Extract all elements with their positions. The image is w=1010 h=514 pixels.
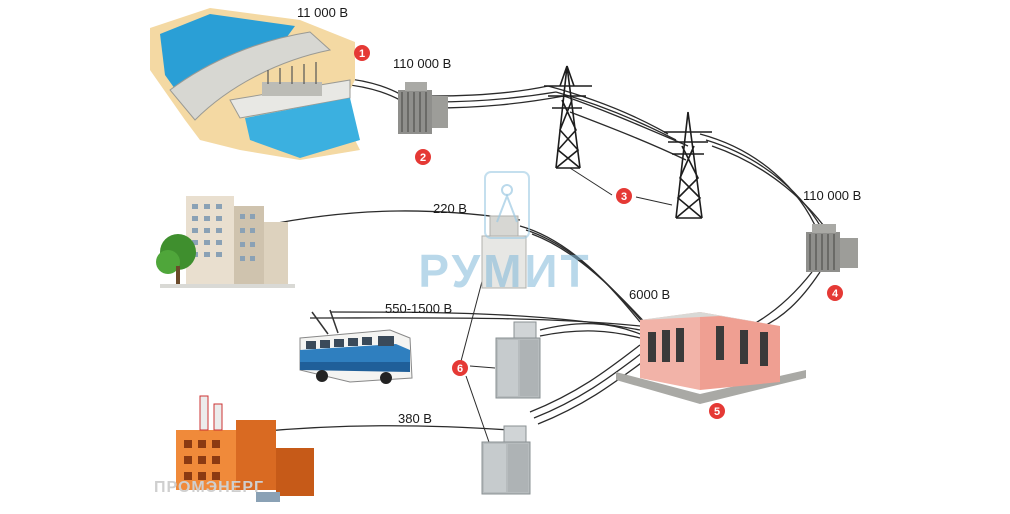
kiosk-substation <box>495 321 541 399</box>
step-down-transformer <box>806 224 858 272</box>
watermark-corner: ПРОМЭНЕРГ <box>154 479 264 496</box>
marker-2: 2 <box>415 149 431 165</box>
factory <box>176 395 314 502</box>
label-distribution-voltage: 6000 В <box>629 287 670 302</box>
marker-1: 1 <box>354 45 370 61</box>
kiosk-substation <box>481 425 531 495</box>
watermark-logo <box>484 171 530 239</box>
marker-5: 5 <box>709 403 725 419</box>
label-step-up-voltage: 110 000 В <box>393 56 451 71</box>
step-up-transformer <box>398 82 448 134</box>
svg-text:6: 6 <box>457 363 463 375</box>
svg-text:1: 1 <box>359 48 365 60</box>
transmission-tower <box>664 111 712 219</box>
label-trolleybus-voltage: 550-1500 В <box>385 301 452 316</box>
marker-leaders <box>459 167 673 446</box>
label-factory-voltage: 380 В <box>398 411 432 426</box>
svg-text:2: 2 <box>420 152 426 164</box>
svg-text:4: 4 <box>832 288 839 300</box>
trolleybus <box>299 309 413 384</box>
label-plant-voltage: 11 000 В <box>297 5 348 20</box>
apartment-building <box>156 196 295 288</box>
marker-4: 4 <box>827 285 843 301</box>
label-house-voltage: 220 В <box>433 201 467 216</box>
hydro-power-plant <box>150 8 360 160</box>
transmission-tower <box>544 65 592 169</box>
marker-3: 3 <box>616 188 632 204</box>
distribution-substation <box>616 312 806 404</box>
marker-6: 6 <box>452 360 468 376</box>
label-step-down-voltage: 110 000 В <box>803 188 861 203</box>
svg-text:5: 5 <box>714 406 720 418</box>
watermark-main: РУМИТ <box>418 245 591 297</box>
svg-text:3: 3 <box>621 191 627 203</box>
